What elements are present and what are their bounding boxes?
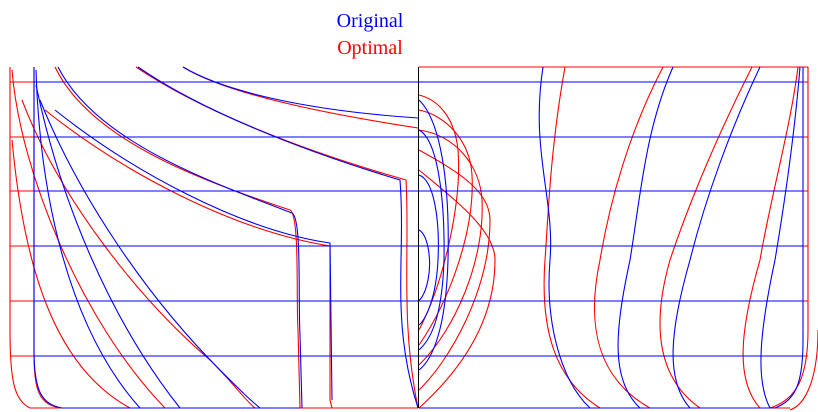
optimal-stations-fore [418, 66, 818, 411]
original-stations-aft [33, 66, 419, 409]
original-geometry [33, 66, 804, 409]
original-stations-fore [418, 66, 804, 409]
optimal-waterlines-right [419, 66, 808, 357]
optimal-geometry [9, 66, 818, 411]
original-waterlines-left [34, 81, 418, 357]
legend-original-label: Original [336, 10, 404, 32]
original-waterlines-right [419, 81, 803, 357]
optimal-stations-aft [9, 66, 419, 409]
legend-optimal-label: Optimal [337, 37, 403, 59]
